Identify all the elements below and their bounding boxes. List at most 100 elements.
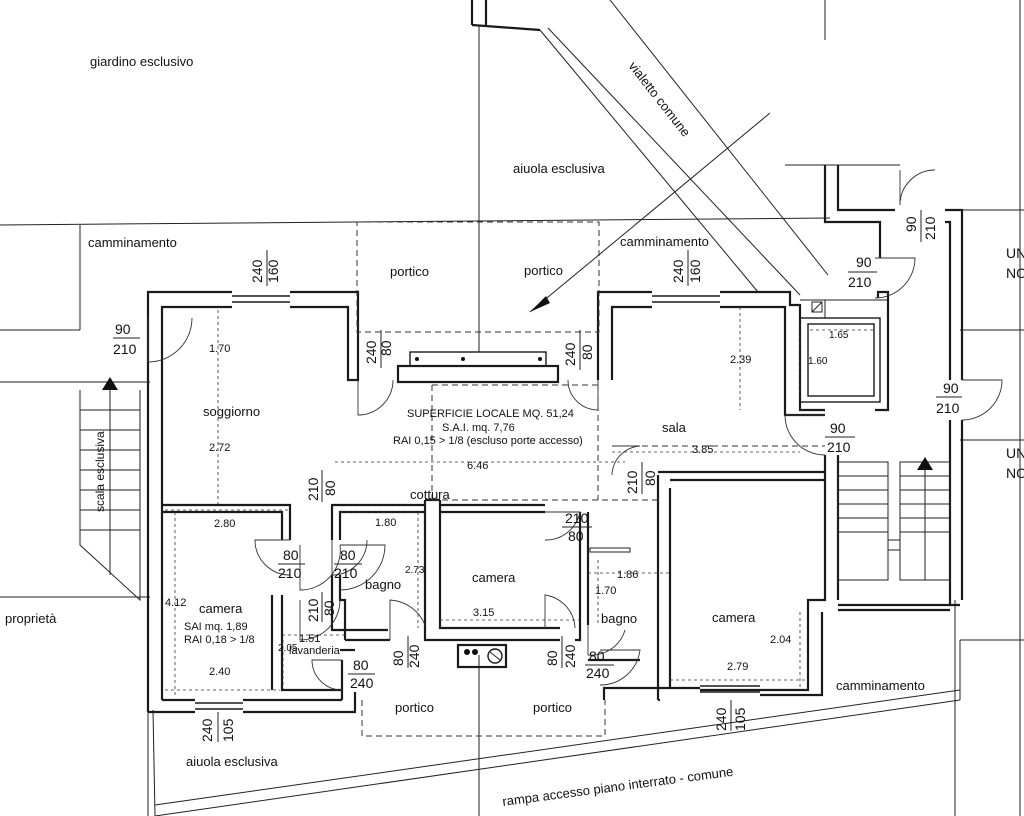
porch-door-r-width: 80 (579, 344, 595, 360)
dim-272: 2.72 (209, 442, 230, 454)
dim-239: 2.39 (730, 354, 751, 366)
door-sala-width: 90 (830, 420, 846, 436)
door-swings (147, 169, 1003, 691)
label-bagno-left: bagno (365, 577, 401, 592)
dim-279: 2.79 (727, 661, 748, 673)
dim-186: 1.86 (617, 569, 638, 581)
label-cottura: cottura (410, 487, 451, 502)
window-tl-width: 160 (265, 259, 281, 283)
dim-170: 1.70 (209, 343, 230, 355)
label-un-1: UN (1006, 245, 1024, 261)
dim-204: 2.04 (770, 634, 791, 646)
label-portico-tl: portico (390, 264, 429, 279)
dim-315: 3.15 (473, 607, 494, 619)
label-rampa: rampa accesso piano interrato - comune (501, 764, 734, 809)
direction-arrow (529, 112, 771, 313)
dim-151: 1.51 (299, 633, 320, 645)
label-aiuola-top: aiuola esclusiva (513, 161, 606, 176)
label-sala: sala (662, 420, 687, 435)
fixtures (396, 351, 631, 669)
porch-door-l-height: 240 (363, 340, 379, 364)
window-bl-width: 240 (199, 718, 215, 742)
label-un-2: UN (1006, 445, 1024, 461)
dim-205: 2.05 (278, 643, 298, 654)
window-tr-width: 160 (687, 259, 703, 283)
info-line-2: S.A.I. mq. 7,76 (442, 422, 515, 434)
label-portico-tr: portico (524, 263, 563, 278)
door-a-height: 210 (278, 565, 302, 581)
label-portico-br: portico (533, 700, 572, 715)
door-b-width: 80 (340, 547, 356, 563)
interior-walls (162, 221, 825, 737)
door-cm-height: 210 (624, 470, 640, 494)
label-camminamento-left: camminamento (88, 235, 177, 250)
door-cottura-height: 210 (565, 510, 589, 526)
door-f-height: 240 (562, 644, 578, 668)
door-d-height: 210 (305, 598, 321, 622)
label-soggiorno: soggiorno (203, 404, 260, 419)
label-giardino: giardino esclusivo (90, 54, 193, 69)
window-bl-height: 105 (220, 718, 236, 742)
dim-385: 3.85 (692, 444, 713, 456)
sai-left-line-1: SAI mq. 1,89 (184, 621, 248, 633)
door-cottura-width: 80 (568, 528, 584, 544)
door-lav-height: 240 (350, 675, 374, 691)
label-vialetto: vialetto comune (626, 59, 694, 140)
info-line-3: RAI 0,15 > 1/8 (escluso porte accesso) (393, 435, 583, 447)
dim-646: 6.46 (467, 460, 488, 472)
door-tr-width: 90 (903, 216, 919, 232)
dim-240: 2.40 (209, 666, 230, 678)
dimension-values: 1.70 2.72 2.80 4.12 2.40 1.80 2.73 1.51 … (165, 330, 849, 678)
info-line-1: SUPERFICIE LOCALE MQ. 51,24 (407, 408, 574, 420)
dim-165: 1.65 (829, 330, 849, 341)
dim-412: 4.12 (165, 597, 186, 609)
sai-left-line-2: RAI 0,18 > 1/8 (184, 634, 255, 646)
door-e-height: 240 (406, 644, 422, 668)
label-lavanderia: lavanderia (289, 645, 341, 657)
label-camera-center: camera (472, 570, 516, 585)
door-g-width: 80 (589, 648, 605, 664)
opening-sizes: 90 210 160 240 160 240 80 240 80 240 90 … (113, 210, 962, 742)
door-c-height: 210 (305, 477, 321, 501)
label-no-2: NO (1006, 465, 1024, 481)
dim-273: 2.73 (405, 565, 425, 576)
label-aiuola-bottom: aiuola esclusiva (186, 754, 279, 769)
dimension-lines (165, 307, 875, 698)
label-scala: scala esclusiva (93, 431, 107, 512)
dim-170b: 1.70 (595, 585, 616, 597)
door-a-width: 80 (283, 547, 299, 563)
door-e-width: 80 (390, 650, 406, 666)
door-tr-height: 210 (922, 216, 938, 240)
dim-160: 1.60 (808, 356, 828, 367)
label-camera-right: camera (712, 610, 756, 625)
door-sala-height: 210 (827, 439, 851, 455)
stairs-left (79, 377, 141, 602)
door-d-width: 80 (321, 600, 337, 616)
door-right-height: 210 (936, 400, 960, 416)
door-left-width: 90 (115, 321, 131, 337)
label-bagno-right: bagno (601, 611, 637, 626)
door-f-width: 80 (544, 650, 560, 666)
label-no-1: NO (1006, 265, 1024, 281)
dim-280: 2.80 (214, 518, 235, 530)
label-camminamento-bottom: camminamento (836, 678, 925, 693)
door-left-height: 210 (113, 341, 137, 357)
porch-door-r-height: 240 (562, 342, 578, 366)
door-lav-width: 80 (353, 657, 369, 673)
label-proprieta: proprietà (5, 611, 57, 626)
stairs-right (837, 457, 951, 581)
label-camera-left: camera (199, 601, 243, 616)
door-right-width: 90 (943, 380, 959, 396)
window-tl-height: 240 (249, 259, 265, 283)
window-br-height: 105 (732, 707, 748, 731)
door-cm-width: 80 (642, 470, 658, 486)
door-top-height: 210 (848, 274, 872, 290)
label-camminamento-right: camminamento (620, 234, 709, 249)
window-tr-height: 240 (670, 259, 686, 283)
window-br-width: 240 (713, 707, 729, 731)
label-portico-bl: portico (395, 700, 434, 715)
door-top-width: 90 (856, 254, 872, 270)
porch-door-l-width: 80 (378, 340, 394, 356)
